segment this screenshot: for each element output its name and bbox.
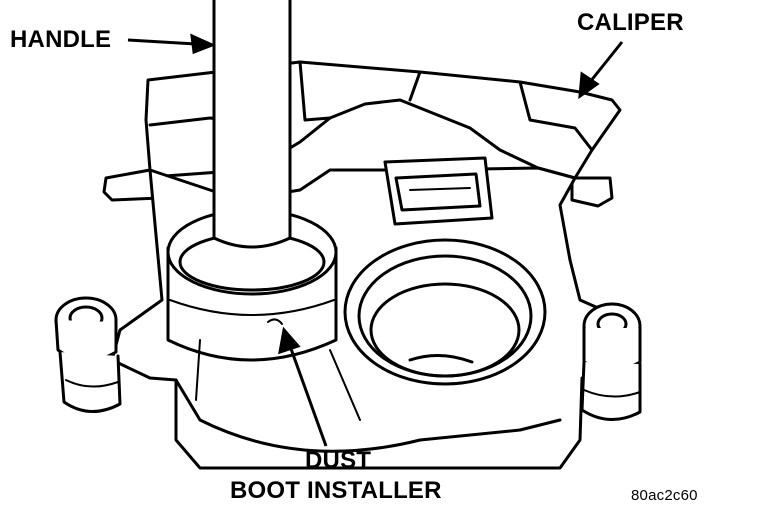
- caliper-right-ear: [570, 176, 614, 208]
- caliper-arrow-line: [588, 41, 624, 83]
- handle-label: HANDLE: [10, 26, 112, 53]
- handle-arrow-line: [127, 38, 197, 46]
- dust-label: DUST: [305, 447, 372, 474]
- caliper-arrow-head: [578, 71, 600, 100]
- caliper-label: CALIPER: [577, 9, 684, 36]
- boot-installer-label: BOOT INSTALLER: [230, 477, 442, 504]
- installer-arrow-line: [288, 345, 328, 447]
- figure-code: 80ac2c60: [631, 487, 698, 504]
- right-mounting-boss: [580, 302, 642, 422]
- caliper-window: [383, 156, 494, 226]
- piston-bore-inner: [369, 282, 521, 378]
- handle-shaft: [212, 0, 292, 249]
- handle-arrow-head: [190, 33, 216, 55]
- piston-bore-outer: [343, 238, 547, 386]
- installer-arrow-head: [278, 326, 301, 355]
- left-mounting-boss: [54, 296, 122, 413]
